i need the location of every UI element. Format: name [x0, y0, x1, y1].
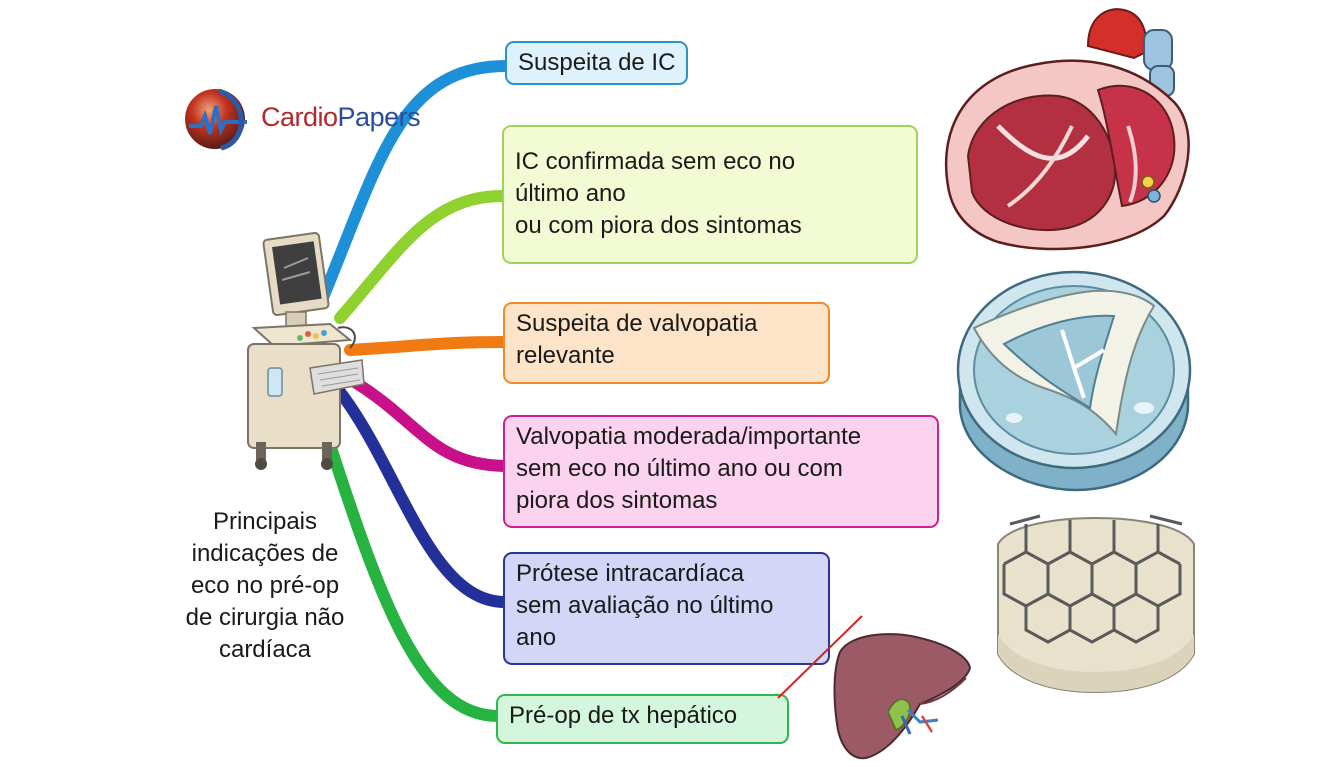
branch-ic-confirmada: [334, 189, 511, 324]
aortic-valve-icon: [956, 270, 1192, 492]
center-label-line: cardíaca: [218, 636, 312, 663]
box-text-line: relevante: [516, 342, 615, 369]
box-text-line: Suspeita de valvopatia: [516, 310, 758, 337]
logo-text-cardio: Cardio: [261, 102, 338, 132]
box-suspeita-ic: Suspeita de IC: [505, 41, 689, 85]
box-text-line: Valvopatia moderada/importante: [516, 423, 862, 450]
box-text-line: Prótese intracardíaca: [516, 560, 745, 587]
cardiopapers-logo: CardioPapers: [183, 86, 423, 152]
box-text-line: sem avaliação no último: [516, 592, 774, 619]
center-label-line: eco no pré-op: [190, 572, 340, 599]
branch-suspeita-valvopatia: [344, 336, 511, 356]
diagram-center-label: Principais indicações de eco no pré-op d…: [160, 506, 370, 666]
valve-prosthesis-icon: [997, 514, 1195, 694]
center-label-line: de cirurgia não: [185, 604, 345, 631]
heart-icon: [944, 8, 1190, 251]
box-suspeita-valvopatia: Suspeita de valvopatia relevante: [503, 302, 830, 384]
center-label-line: Principais: [212, 508, 318, 535]
box-text-line: piora dos sintomas: [516, 487, 718, 514]
box-protese: Prótese intracardíaca sem avaliação no ú…: [503, 552, 830, 665]
logo-text-papers: Papers: [337, 102, 421, 132]
branch-valvopatia-moderada: [342, 372, 511, 472]
liver-icon: [777, 615, 972, 760]
branch-suspeita-ic: [316, 59, 514, 306]
box-text-line: ano: [516, 624, 557, 651]
box-text-line: ou com piora dos sintomas: [515, 212, 802, 239]
box-text-line: IC confirmada sem eco no: [515, 148, 796, 175]
box-text-line: último ano: [515, 180, 626, 207]
box-ic-confirmada: IC confirmada sem eco no último ano ou c…: [502, 125, 918, 264]
box-valvopatia-moderada: Valvopatia moderada/importante sem eco n…: [503, 415, 939, 528]
box-text-line: Pré-op de tx hepático: [509, 702, 738, 729]
box-text-line: sem eco no último ano ou com: [516, 455, 843, 482]
echo-machine-icon: [247, 231, 365, 470]
box-text-line: Suspeita de IC: [518, 49, 676, 76]
center-label-line: indicações de: [191, 540, 339, 567]
branch-protese: [334, 386, 511, 608]
branch-pre-op-tx: [316, 414, 504, 722]
globe-logo-icon: [185, 88, 247, 151]
box-pre-op-tx: Pré-op de tx hepático: [496, 694, 789, 744]
